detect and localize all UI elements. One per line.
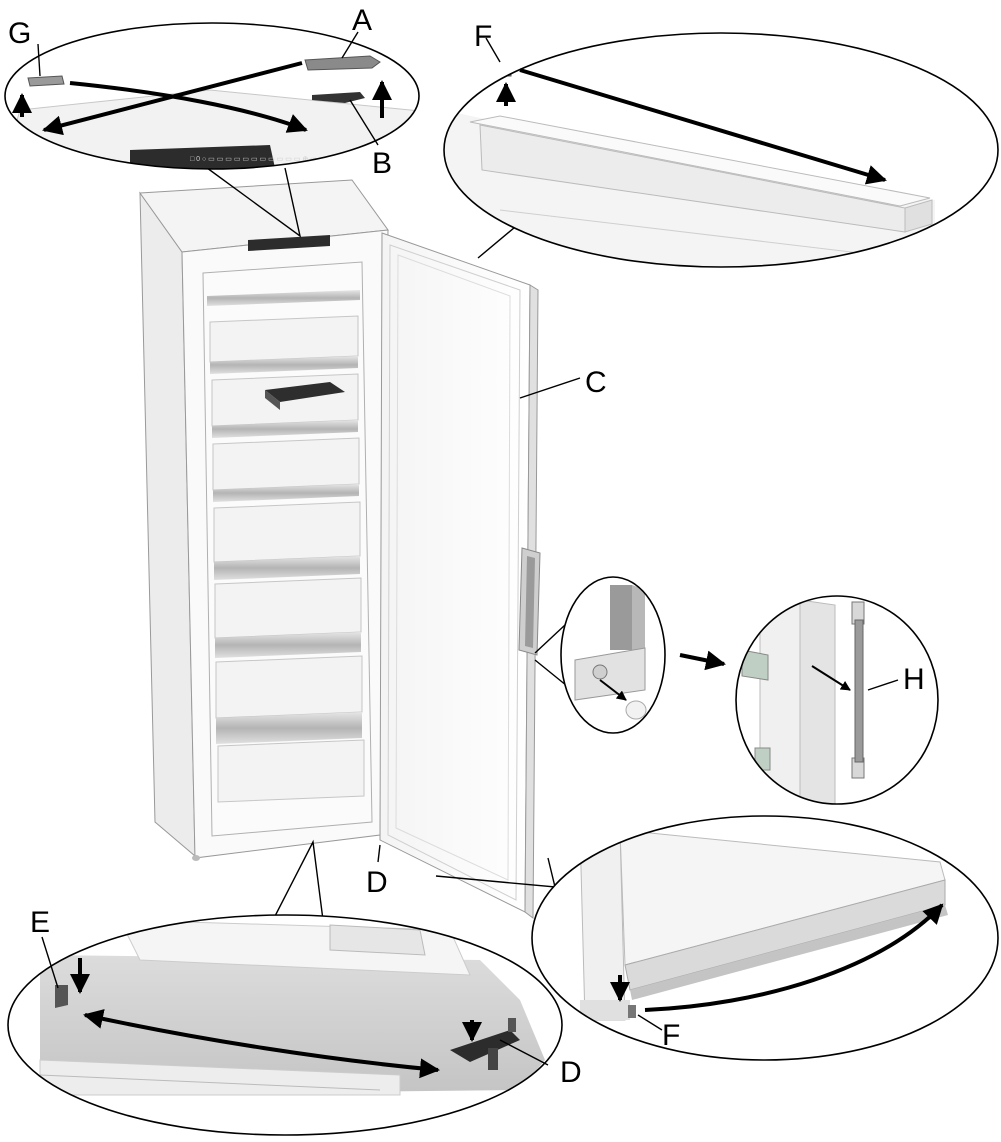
control-panel-symbols: □ 0 ○ ▭ ▭ ▭ ▭ ▭ ▭ ▭ ▭ ▭ ▭ ▭ ⊕ ▭	[190, 156, 317, 163]
part-a-cover	[304, 55, 381, 71]
freezer-illustration	[139, 179, 541, 919]
inset-handle	[735, 595, 939, 805]
freezer-door	[379, 232, 531, 913]
label-d-bottom: D	[560, 1056, 582, 1089]
label-h: H	[903, 663, 925, 696]
label-b: B	[372, 147, 392, 180]
hinge-cap	[625, 700, 647, 720]
inset-hinge-cap	[560, 576, 666, 734]
label-g: G	[8, 17, 31, 50]
inset-door-bottom	[531, 815, 999, 1061]
ice-tray	[265, 382, 345, 402]
inset-top-cover: □ 0 ○ ▭ ▭ ▭ ▭ ▭ ▭ ▭ ▭ ▭ ▭ ▭ ⊕ ▭	[4, 22, 420, 170]
label-a: A	[352, 4, 372, 37]
label-e: E	[30, 906, 50, 939]
inset-base	[7, 914, 563, 1136]
part-e-foot	[55, 985, 68, 1008]
label-d-center: D	[366, 866, 388, 899]
part-f-screw-bottom	[628, 1005, 636, 1018]
label-f-top: F	[474, 20, 492, 53]
label-c: C	[585, 366, 607, 399]
label-f-bottom: F	[662, 1019, 680, 1052]
inset-door-top	[443, 32, 999, 268]
part-d-hinge-bottom	[450, 1030, 520, 1062]
labels: G A B F C H D E D F	[8, 4, 925, 1089]
handle-bar	[854, 619, 864, 763]
hinge-hole	[592, 664, 608, 680]
control-panel	[248, 235, 330, 251]
part-g-cover	[27, 75, 65, 87]
part-b-hinge	[312, 92, 365, 103]
